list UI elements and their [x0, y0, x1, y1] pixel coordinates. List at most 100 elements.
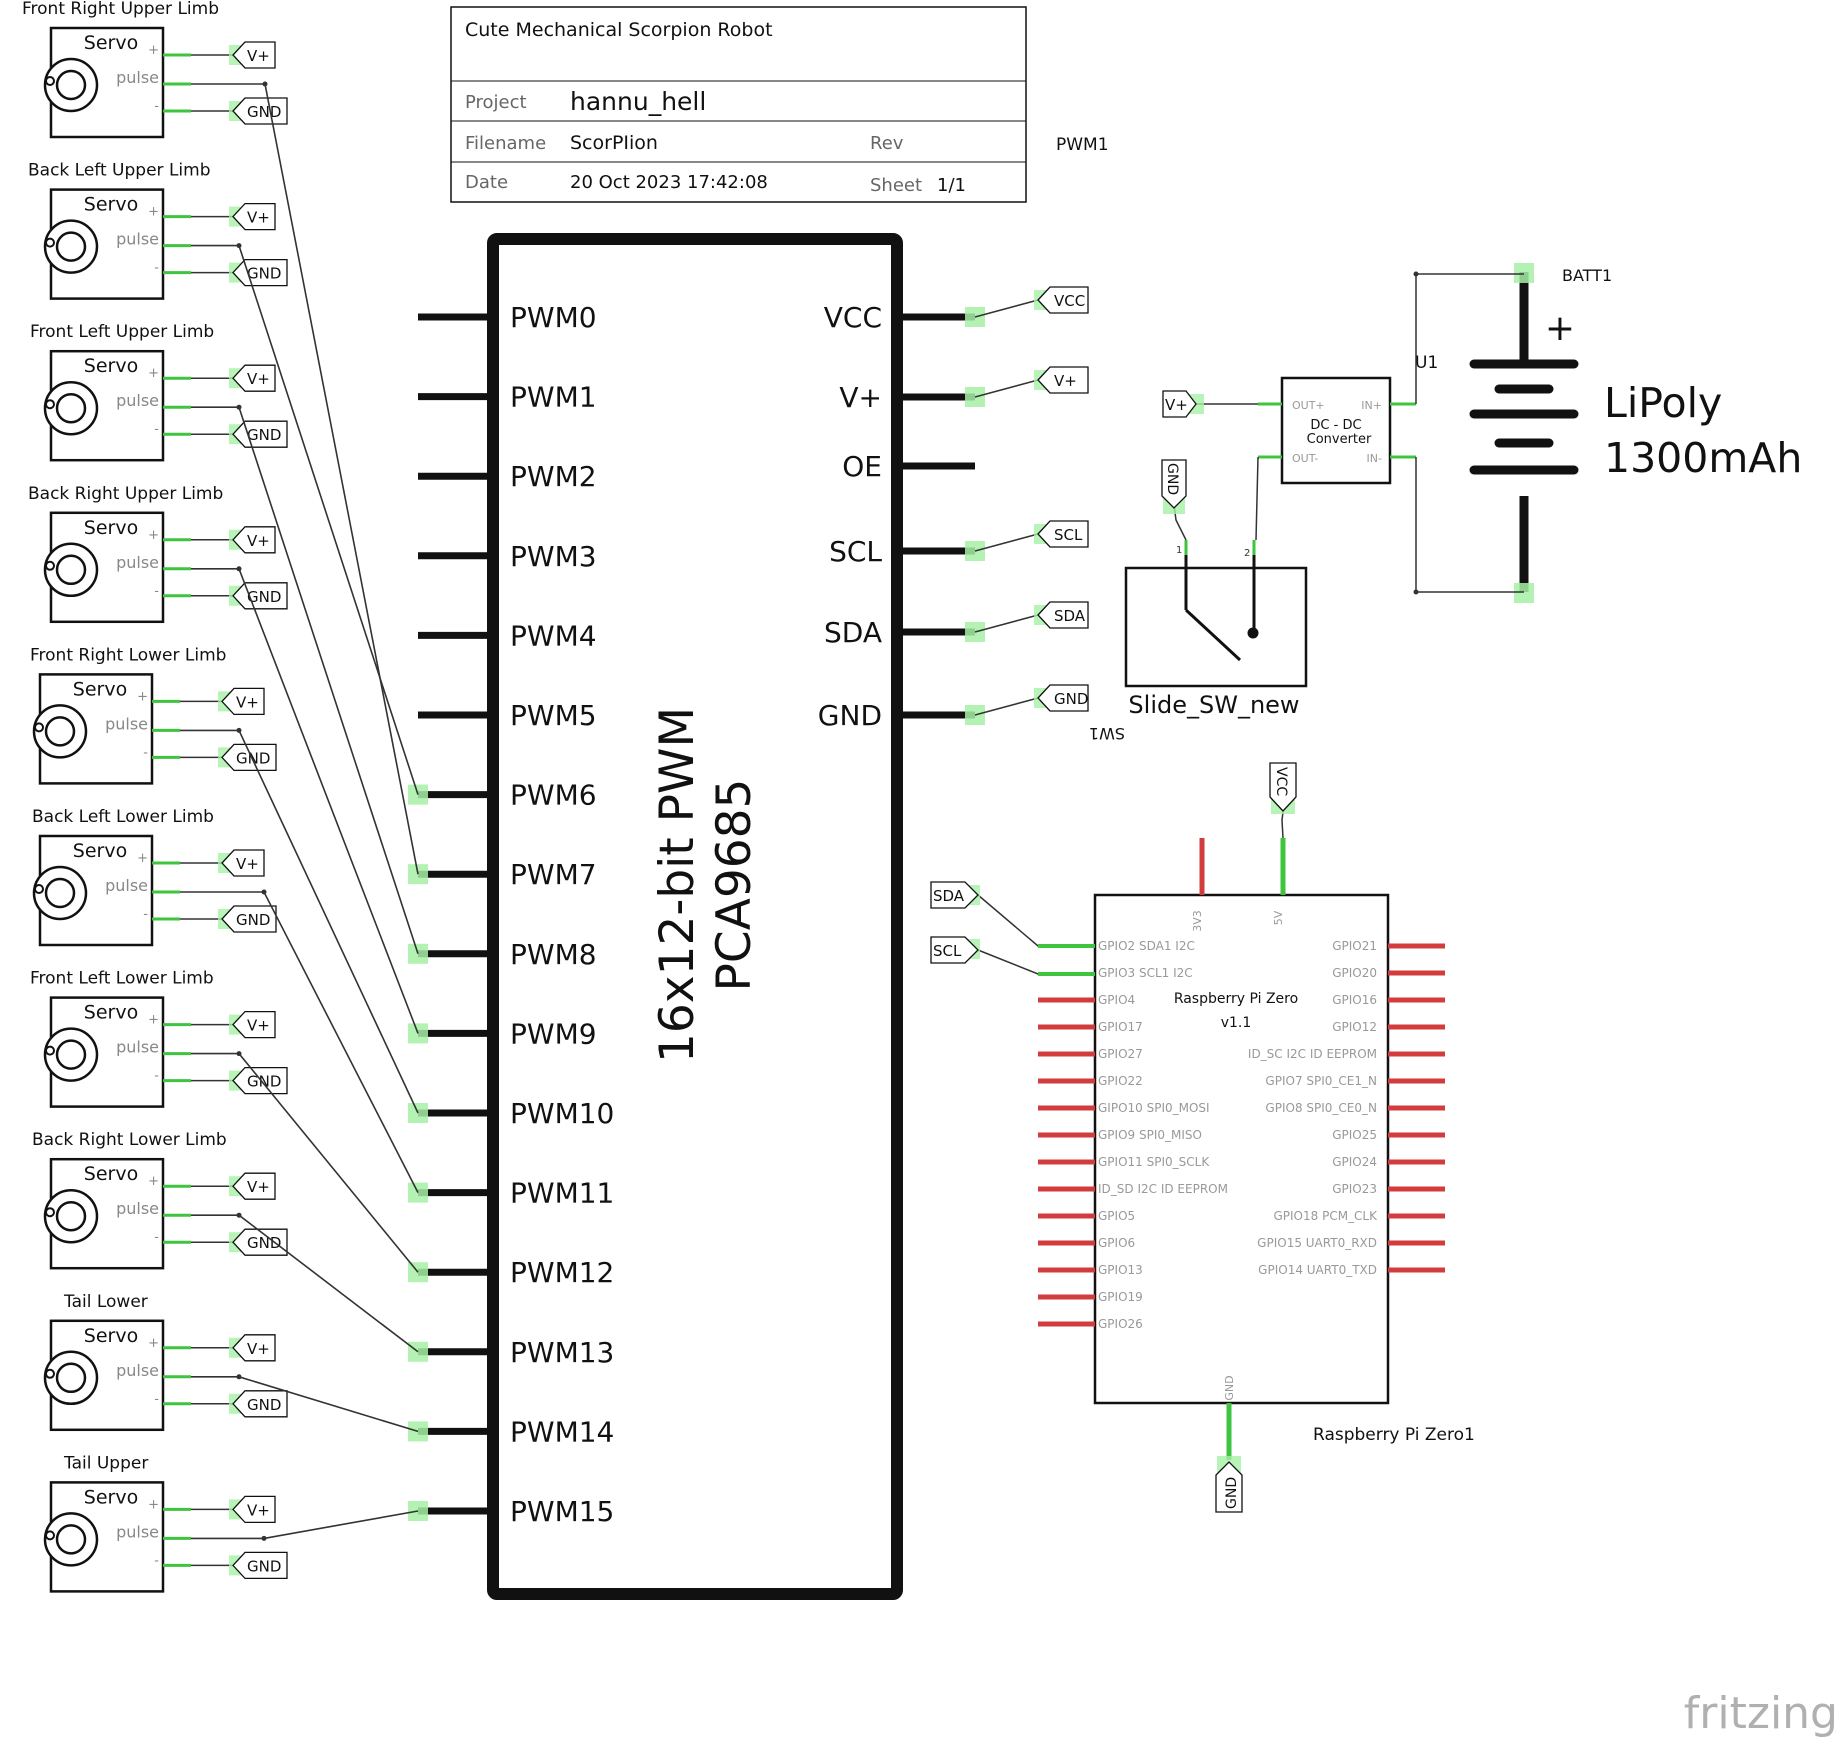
schematic-title: Cute Mechanical Scorpion Robot: [465, 19, 773, 41]
servo-pin-label: -: [154, 261, 159, 276]
servo-pin-label: pulse: [105, 876, 148, 895]
pwm-pin-pwm9: PWM9: [408, 1017, 597, 1050]
switch-pin1: 1: [1176, 545, 1182, 556]
battery-line2: 1300mAh: [1604, 434, 1802, 482]
project-label: Project: [465, 92, 527, 113]
servo-body-label: Servo: [73, 678, 127, 700]
servo-pin-label: -: [143, 745, 148, 760]
switch-ref: SW1: [1089, 724, 1125, 743]
rpi-right-pin: GPIO18 PCM_CLK: [1273, 1209, 1445, 1223]
rpi-name-line1: Raspberry Pi Zero: [1174, 991, 1298, 1007]
svg-text:SDA: SDA: [933, 887, 965, 905]
servo-label: Tail Upper: [63, 1453, 148, 1473]
pwm-pin-label: PWM13: [510, 1336, 614, 1369]
pwm-pin-label: V+: [839, 381, 882, 414]
servo-gnd-netlabel: GND: [229, 97, 288, 125]
pwm-netlabel-vplus: V+: [1034, 366, 1089, 394]
rpi-pin-label: GPIO21: [1332, 939, 1377, 953]
rpi-pin-label: GPIO3 SCL1 I2C: [1098, 966, 1193, 980]
servo-body-label: Servo: [84, 1002, 138, 1024]
servo-body-label: Servo: [84, 194, 138, 216]
rpi-scl-netlabel: SCL: [930, 936, 980, 964]
servo-label: Front Right Lower Limb: [30, 645, 226, 665]
pulse-wire: [191, 1214, 419, 1353]
battery: BATT1 + LiPoly 1300mAh: [1469, 263, 1802, 603]
svg-text:GND: GND: [1164, 463, 1180, 495]
rpi-left-pin: GPIO3 SCL1 I2C: [1098, 966, 1193, 980]
servo-label: Front Left Lower Limb: [30, 969, 214, 989]
converter-out-minus-label: OUT-: [1292, 452, 1318, 465]
pwm-board-ref: PWM1: [1056, 135, 1109, 155]
svg-text:GND: GND: [236, 749, 270, 767]
pulse-wire: [191, 1052, 419, 1273]
switch-body: [1124, 566, 1308, 688]
pwm-pin-label: PWM15: [510, 1495, 614, 1528]
rpi-pin-label: GPIO2 SDA1 I2C: [1098, 939, 1195, 953]
servo-vplus-netlabel: V+: [218, 849, 265, 877]
servo-body-label: Servo: [84, 1163, 138, 1185]
servo-label: Back Right Lower Limb: [32, 1130, 227, 1150]
pwm-pin-pwm8: PWM8: [408, 938, 597, 971]
battery-plus-terminal[interactable]: [1514, 263, 1534, 283]
pwm-pin-label: PWM14: [510, 1415, 614, 1448]
battery-ref: BATT1: [1562, 266, 1612, 285]
date-label: Date: [465, 172, 508, 193]
servo-pin-label: pulse: [116, 230, 159, 249]
servo-pin-label: +: [148, 205, 159, 220]
rpi-pin-label: GPIO13: [1098, 1263, 1143, 1277]
rpi-pin-label: GPIO24: [1332, 1155, 1377, 1169]
pwm-pin-label: SDA: [824, 616, 882, 649]
battery-minus-terminal[interactable]: [1514, 583, 1534, 603]
battery-plus-sign: +: [1545, 308, 1575, 349]
converter-out-plus-label: OUT+: [1292, 399, 1325, 412]
servo-pin-label: +: [148, 1174, 159, 1189]
servo-pin-label: +: [137, 689, 148, 704]
rpi-pin-label: GPIO6: [1098, 1236, 1135, 1250]
rpi-left-pin: GIPO10 SPI0_MOSI: [1038, 1101, 1210, 1115]
converter-vplus-netlabel: V+: [1162, 390, 1204, 418]
svg-text:V+: V+: [247, 209, 270, 227]
rpi-left-pin: GPIO17: [1038, 1020, 1143, 1034]
rpi-pin-label: ID_SC I2C ID EEPROM: [1248, 1047, 1377, 1061]
rpi-pin-label: GPIO26: [1098, 1317, 1143, 1331]
servo-pin-label: +: [148, 43, 159, 58]
servo-vplus-netlabel: V+: [229, 526, 276, 554]
svg-text:GND: GND: [1054, 690, 1088, 708]
rpi-right-pin: GPIO23: [1332, 1182, 1445, 1196]
rpi-left-pin: GPIO26: [1038, 1317, 1143, 1331]
servo-pin-label: +: [148, 1497, 159, 1512]
battery-line1: LiPoly: [1604, 379, 1722, 427]
converter-body: [1280, 376, 1392, 485]
pwm-board-body: [487, 233, 903, 1600]
servo-pin-label: +: [148, 528, 159, 543]
pwm-pin-pwm2: PWM2: [418, 460, 597, 493]
rpi-ref: Raspberry Pi Zero1: [1313, 1425, 1475, 1445]
rpi-left-pin: GPIO5: [1038, 1209, 1135, 1223]
servo-pin-label: -: [154, 1392, 159, 1407]
rpi-pin-gnd: GND: [1223, 1375, 1236, 1400]
servo-gnd-netlabel: GND: [229, 1228, 288, 1256]
rpi-pin-3v3: 3V3: [1191, 910, 1204, 932]
pwm-pin-pwm1: PWM1: [418, 381, 597, 414]
svg-text:V+: V+: [247, 47, 270, 65]
rpi-left-pin: GPIO6: [1038, 1236, 1135, 1250]
pwm-pin-label: PWM8: [510, 938, 597, 971]
rpi-pin-label: GPIO20: [1332, 966, 1377, 980]
servo-gnd-netlabel: GND: [229, 420, 288, 448]
pwm-board: PWM1 PWM0PWM1PWM2PWM3PWM4PWM5PWM6PWM7PWM…: [408, 135, 1109, 1600]
rpi-pin-label: GPIO8 SPI0_CE0_N: [1265, 1101, 1377, 1115]
pwm-pin-pwm10: PWM10: [408, 1097, 614, 1130]
servo-pin-label: pulse: [105, 714, 148, 733]
converter-ref: U1: [1415, 353, 1438, 373]
rpi-left-pin: GPIO4: [1038, 993, 1135, 1007]
rpi-pin-label: GPIO27: [1098, 1047, 1143, 1061]
rpi-pin-label: GPIO7 SPI0_CE1_N: [1265, 1074, 1377, 1088]
rpi-gnd-netlabel: GND: [1215, 1456, 1243, 1513]
pwm-pin-label: PWM1: [510, 381, 597, 414]
